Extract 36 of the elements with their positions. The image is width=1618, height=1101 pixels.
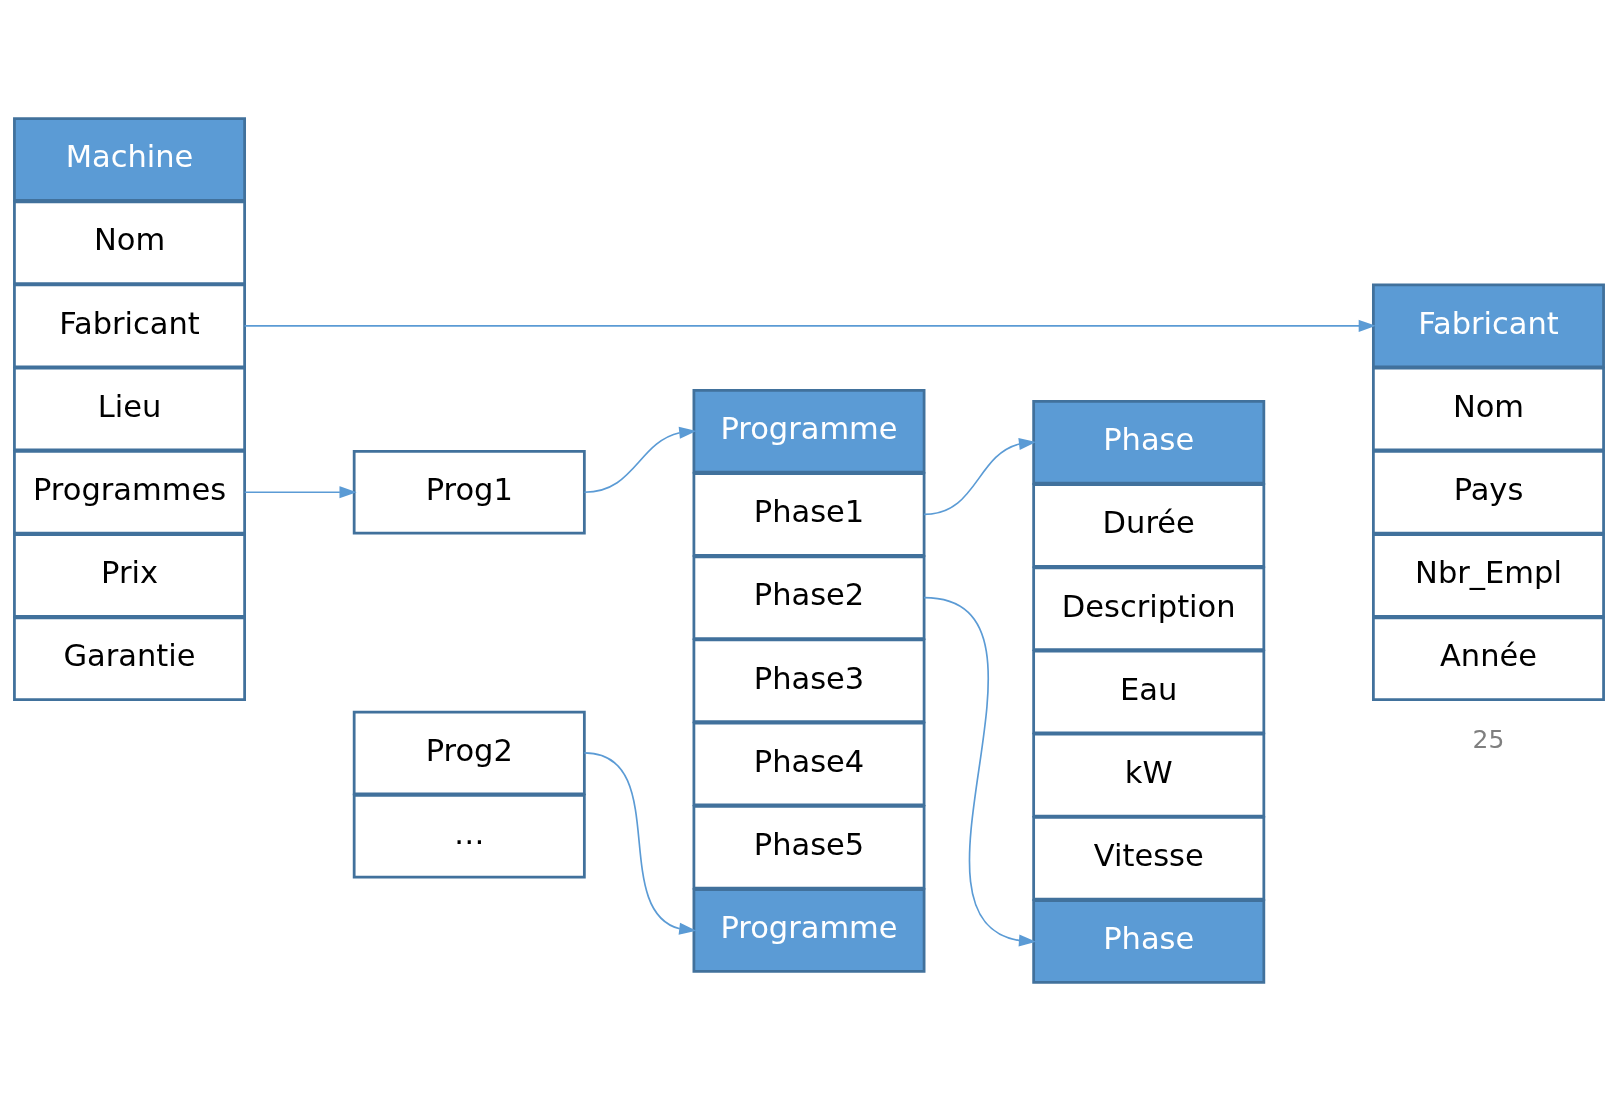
node-box: Garantie — [13, 616, 246, 701]
node-box: Prog1 — [352, 449, 586, 535]
node-box: Nbr_Empl — [1372, 533, 1605, 618]
node-box: Fabricant — [13, 283, 246, 369]
node-box: Vitesse — [1032, 816, 1266, 901]
arrow — [243, 319, 1376, 332]
node-box: Nom — [1372, 366, 1605, 452]
node-box: Phase — [1032, 400, 1266, 485]
node-box: Phase1 — [692, 472, 926, 557]
node-box: kW — [1032, 732, 1266, 818]
arrow — [243, 486, 357, 499]
node-box: Prog2 — [352, 710, 586, 796]
node-box: Prix — [13, 533, 246, 618]
node-box: Fabricant — [1372, 283, 1605, 369]
node-box: Phase4 — [692, 721, 926, 807]
label: 25 — [1472, 724, 1505, 754]
node-box: Année — [1372, 616, 1605, 701]
node-box: Lieu — [13, 366, 246, 452]
arrow — [923, 596, 1037, 947]
node-box: Programme — [692, 388, 926, 474]
node-box: Machine — [13, 117, 246, 202]
arrow — [583, 426, 697, 494]
node-box: Phase2 — [692, 555, 926, 640]
node-box: Phase5 — [692, 804, 926, 890]
node-box: … — [352, 793, 586, 879]
node-box: Eau — [1032, 649, 1266, 735]
node-box: Phase3 — [692, 638, 926, 724]
node-box: Durée — [1032, 483, 1266, 568]
node-box: Phase — [1032, 899, 1266, 984]
node-box: Programmes — [13, 449, 246, 535]
node-box: Programme — [692, 888, 926, 973]
node-box: Nom — [13, 200, 246, 285]
arrow — [583, 752, 697, 935]
node-box: Pays — [1372, 449, 1605, 535]
node-box: Description — [1032, 566, 1266, 652]
arrow — [923, 438, 1037, 516]
